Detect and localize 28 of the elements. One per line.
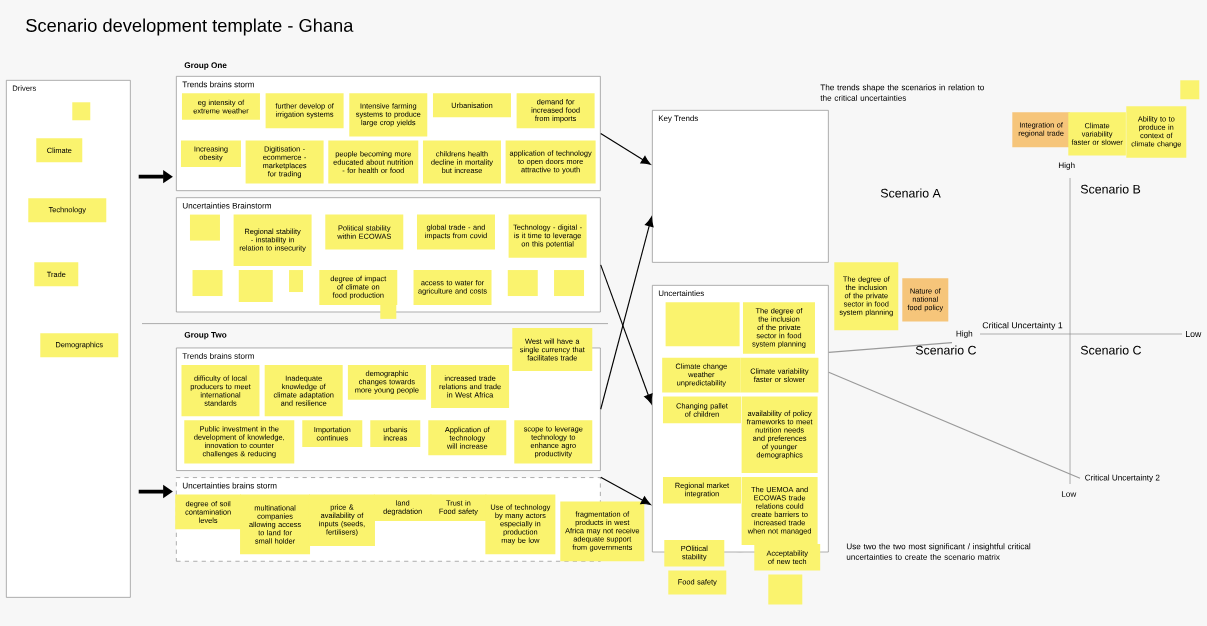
axis-end-label: High <box>956 330 973 339</box>
sticky-note <box>238 270 273 303</box>
arrow <box>600 216 654 410</box>
sticky-note <box>768 574 803 605</box>
sticky-note <box>1180 80 1200 100</box>
text-label: Critical Uncertainty 1 <box>982 321 1063 331</box>
text-label: Scenario A <box>880 188 941 198</box>
arrow <box>600 132 651 165</box>
text-label: Scenario B <box>1080 184 1141 194</box>
text-label: The trends shape the scenarios in relation to the critical uncertainties <box>820 84 984 101</box>
sticky-note <box>289 270 304 293</box>
sticky-note <box>665 302 740 347</box>
text-label: Low <box>1186 330 1202 338</box>
sticky-note <box>554 270 585 297</box>
arrow <box>600 264 653 405</box>
text-label: Scenario C <box>915 345 976 355</box>
sticky-note <box>507 270 538 297</box>
arrow <box>600 476 651 505</box>
text-label: Group Two <box>184 331 227 340</box>
text-label: High <box>1058 162 1075 170</box>
text-label: Use two the two most significant / insightful critical uncertainties to create the scenario matrix <box>846 543 1031 560</box>
axis-end-label: Critical Uncertainty 2 <box>1085 474 1160 483</box>
text-label: Scenario C <box>1080 345 1141 355</box>
text-label: Group One <box>184 62 227 70</box>
sticky-note <box>192 270 223 297</box>
sticky-note <box>72 102 91 121</box>
text-label: Low <box>1061 491 1077 497</box>
title: Scenario development template - Ghana <box>26 18 354 36</box>
